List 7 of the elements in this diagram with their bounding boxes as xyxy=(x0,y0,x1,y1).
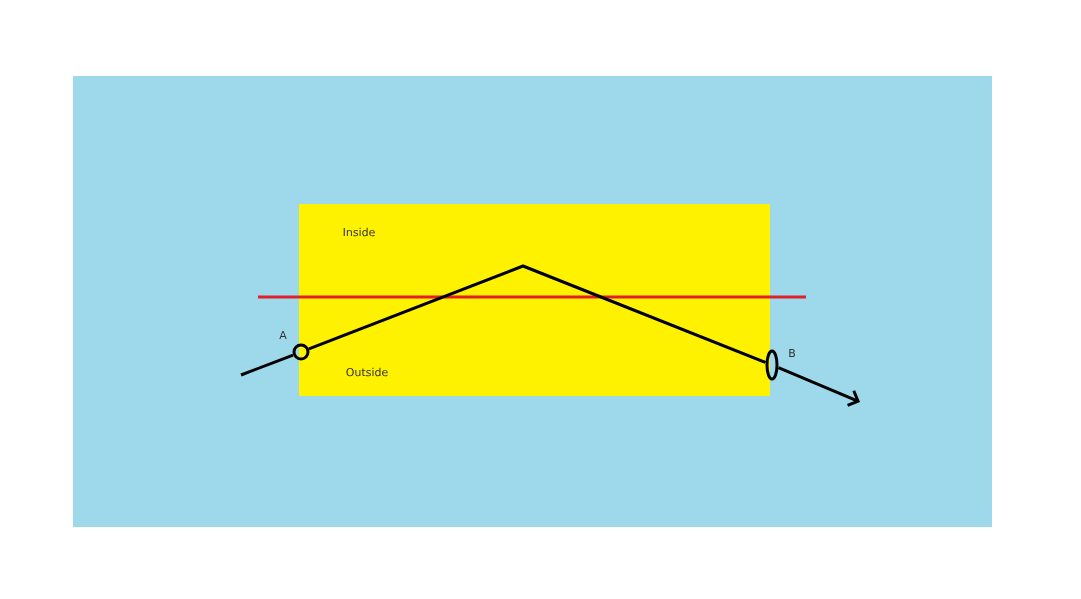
path-line xyxy=(240,353,294,377)
point-label: B xyxy=(789,349,795,357)
region-label: Inside xyxy=(343,227,375,237)
region-label: Outside xyxy=(346,367,388,377)
point-label: A xyxy=(279,331,287,339)
path-line xyxy=(777,366,860,407)
path-line xyxy=(308,264,767,364)
